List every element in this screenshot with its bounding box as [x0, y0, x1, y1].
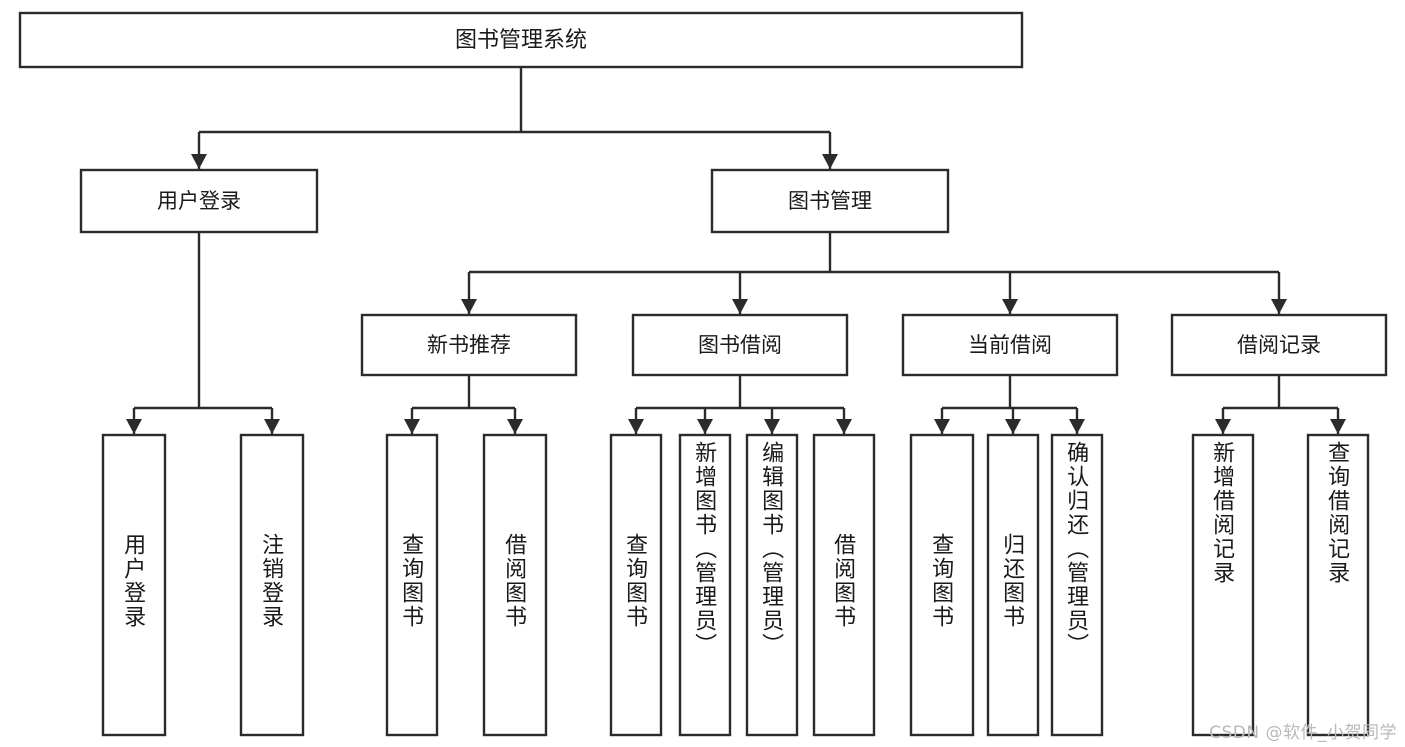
- node-leaf-borrow-books-1[interactable]: [482, 433, 548, 737]
- node-label: 新书推荐: [427, 333, 511, 357]
- node-book-mgmt[interactable]: 图书管理: [710, 168, 950, 234]
- node-box: [812, 433, 876, 737]
- watermark-text: CSDN @软件_小贺同学: [1209, 723, 1397, 743]
- node-box: [360, 313, 578, 377]
- node-box: [18, 11, 1024, 69]
- node-box: [710, 168, 950, 234]
- edge-group-book-borrow: [628, 375, 852, 434]
- node-box: [609, 433, 663, 737]
- node-label: 图书管理系统: [455, 28, 587, 53]
- node-box: [482, 433, 548, 737]
- node-leaf-query-record[interactable]: [1306, 433, 1370, 737]
- node-leaf-add-book[interactable]: [678, 433, 732, 737]
- node-root[interactable]: 图书管理系统: [18, 11, 1024, 69]
- node-leaf-add-record[interactable]: [1191, 433, 1255, 737]
- node-label: 图书借阅: [698, 333, 782, 357]
- node-label: 用户登录: [157, 189, 241, 213]
- node-box: [1050, 433, 1104, 737]
- edge-group-root: [191, 67, 838, 169]
- node-box: [901, 313, 1119, 377]
- edge-group-current-borrow: [934, 375, 1085, 434]
- node-label: 借阅记录: [1237, 333, 1321, 357]
- edge-group-user-login: [126, 232, 280, 434]
- node-box: [1191, 433, 1255, 737]
- node-box: [678, 433, 732, 737]
- node-box: [101, 433, 167, 737]
- node-box: [385, 433, 439, 737]
- node-leaf-edit-book[interactable]: [745, 433, 799, 737]
- node-leaf-query-books-2[interactable]: [609, 433, 663, 737]
- node-current-borrow[interactable]: 当前借阅: [901, 313, 1119, 377]
- node-box: [745, 433, 799, 737]
- node-box: [239, 433, 305, 737]
- node-box: [909, 433, 975, 737]
- node-box: [1170, 313, 1388, 377]
- node-borrow-record[interactable]: 借阅记录: [1170, 313, 1388, 377]
- node-user-login[interactable]: 用户登录: [79, 168, 319, 234]
- edge-group-book-mgmt: [461, 232, 1287, 314]
- node-leaf-user-login[interactable]: [101, 433, 167, 737]
- edge-group-borrow-record: [1215, 375, 1346, 434]
- node-book-borrow[interactable]: 图书借阅: [631, 313, 849, 377]
- node-label: 图书管理: [788, 189, 872, 213]
- edge-group-new-book-rec: [404, 375, 523, 434]
- node-leaf-query-books-3[interactable]: [909, 433, 975, 737]
- node-leaf-logout[interactable]: [239, 433, 305, 737]
- node-leaf-borrow-books-2[interactable]: [812, 433, 876, 737]
- node-box: [986, 433, 1040, 737]
- node-leaf-confirm-return[interactable]: [1050, 433, 1104, 737]
- node-leaf-query-books-1[interactable]: [385, 433, 439, 737]
- node-box: [631, 313, 849, 377]
- node-new-book-rec[interactable]: 新书推荐: [360, 313, 578, 377]
- node-label: 当前借阅: [968, 333, 1052, 357]
- node-box: [1306, 433, 1370, 737]
- edges-layer: [126, 67, 1346, 434]
- node-box: [79, 168, 319, 234]
- node-leaf-return-book[interactable]: [986, 433, 1040, 737]
